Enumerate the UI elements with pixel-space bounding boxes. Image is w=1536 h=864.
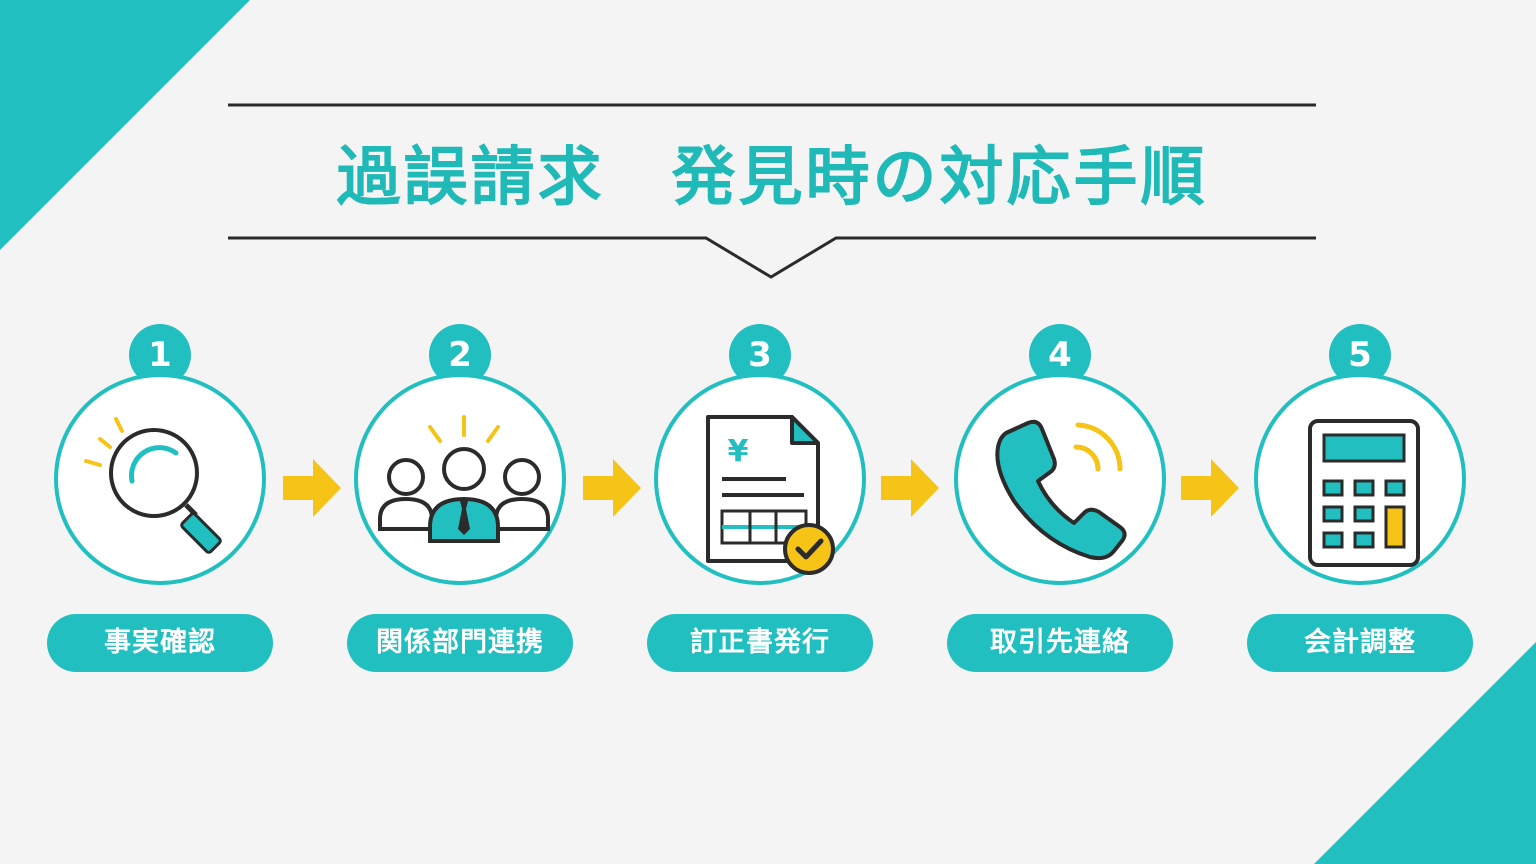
arrow-right-icon: [881, 459, 939, 517]
team-icon: [378, 415, 550, 543]
currency-symbol: ¥: [728, 434, 749, 469]
step-label: 取引先連絡: [947, 614, 1173, 672]
corner-accent-bottom-right: [1314, 642, 1536, 864]
step-label: 関係部門連携: [347, 614, 573, 672]
step-icon-circle: [1254, 373, 1466, 585]
invoice-check-icon: ¥: [706, 415, 835, 575]
calculator-icon: [1308, 419, 1420, 567]
step-label: 訂正書発行: [647, 614, 873, 672]
phone-icon: [995, 419, 1127, 561]
arrow-right-icon: [283, 459, 341, 517]
step-label: 会計調整: [1247, 614, 1473, 672]
step-icon-circle: [354, 373, 566, 585]
step-icon-circle: ¥: [654, 373, 866, 585]
arrow-right-icon: [583, 459, 641, 517]
magnifier-icon: [84, 417, 222, 554]
page-title: 過誤請求 発見時の対応手順: [336, 141, 1208, 215]
arrow-right-icon: [1181, 459, 1239, 517]
title-rule-bottom-pointer: [228, 236, 1316, 279]
step-icon-circle: [54, 373, 266, 585]
step-label: 事実確認: [47, 614, 273, 672]
title-frame: [228, 103, 1316, 279]
step-icon-circle: [954, 373, 1166, 585]
